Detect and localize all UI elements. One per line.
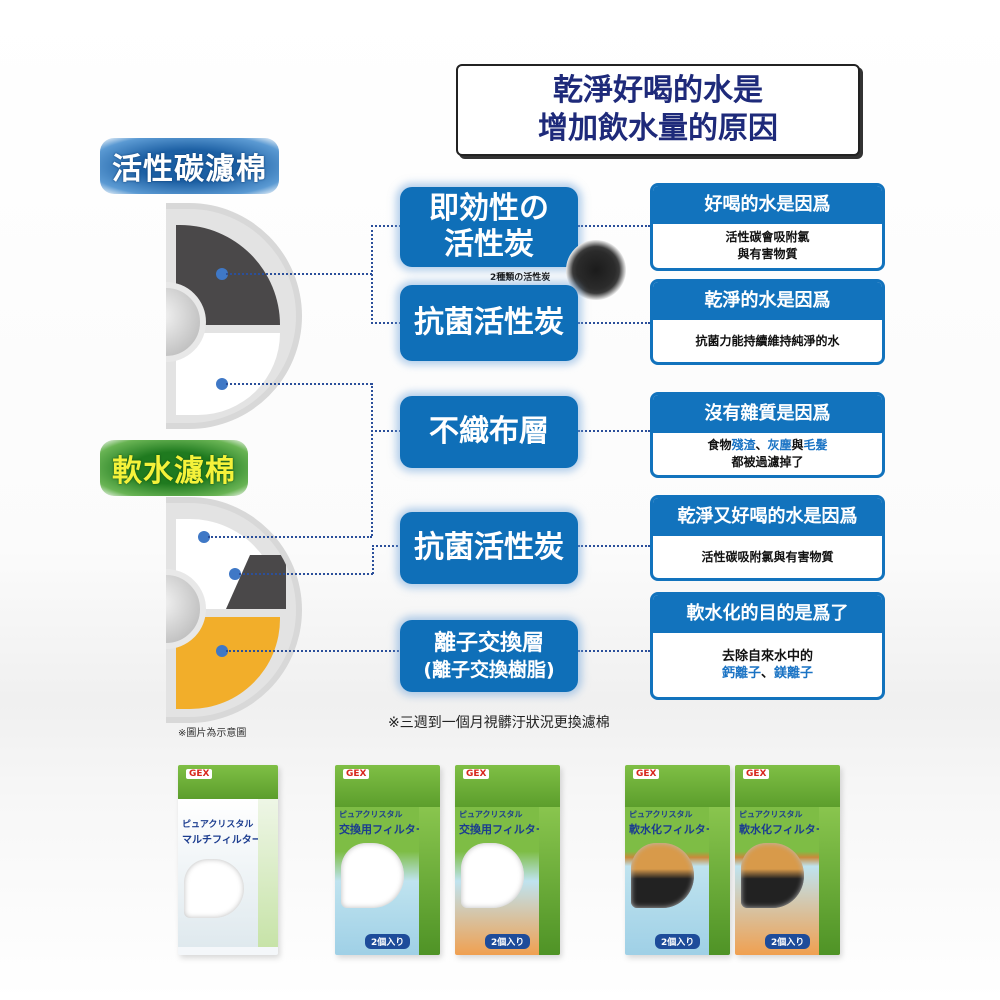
brand-logo: GEX [186, 769, 213, 779]
connector [371, 430, 401, 432]
pointer-dot-5 [216, 645, 228, 657]
connector [578, 650, 650, 652]
layer-label: 活性炭 [444, 227, 534, 262]
pack-count-badge: 2個入り [765, 933, 811, 949]
connector [226, 273, 372, 275]
card-clean-and-tasty: 乾淨又好喝的水是因爲 活性碳吸附氯與有害物質 [650, 495, 885, 581]
connector [371, 383, 373, 536]
card-text: 都被過濾掉了 [731, 455, 804, 469]
card-heading: 沒有雜質是因爲 [653, 395, 882, 433]
card-tasty-water: 好喝的水是因爲 活性碳會吸附氯 與有害物質 [650, 183, 885, 271]
pack-count-badge: 2個入り [485, 933, 531, 949]
layer-sublabel: (離子交換樹脂) [423, 659, 555, 681]
product-name: 軟水化フィルター [629, 822, 717, 836]
product-replacement-filter-cat: GEX ピュアクリスタル 交換用フィルター 2個入り [455, 765, 560, 955]
layer-label: 抗菌活性炭 [414, 530, 564, 565]
pack-count-badge: 2個入り [655, 933, 701, 949]
product-series: ピュアクリスタル [739, 809, 803, 819]
brand-logo: GEX [343, 769, 370, 779]
pack-count-badge: 2個入り [365, 933, 411, 949]
card-heading: 軟水化的目的是爲了 [653, 595, 882, 633]
connector [208, 536, 372, 538]
connector [371, 225, 373, 324]
connector [371, 322, 401, 324]
card-text: 鈣離子、鎂離子 [721, 666, 814, 681]
product-name: 軟水化フィルター [739, 822, 827, 836]
headline-line-2: 增加飲水量的原因 [538, 111, 778, 146]
card-heading: 好喝的水是因爲 [653, 186, 882, 224]
product-series: ピュアクリスタル [182, 820, 254, 831]
layer-label: 離子交換層 [433, 631, 544, 656]
layer-nonwoven: 不織布層 [400, 396, 578, 468]
connector [226, 383, 372, 385]
product-replacement-filter-dog: GEX ピュアクリスタル 交換用フィルター 2個入り [335, 765, 440, 955]
connector [578, 545, 650, 547]
pointer-dot-2 [216, 378, 228, 390]
headline-line-1: 乾淨好喝的水是 [553, 73, 763, 108]
product-series: ピュアクリスタル [629, 809, 693, 819]
product-softening-filter-dog: GEX ピュアクリスタル 軟水化フィルター 2個入り [625, 765, 730, 955]
pointer-dot-4 [229, 568, 241, 580]
card-softening-purpose: 軟水化的目的是爲了 去除自來水中的 鈣離子、鎂離子 [650, 592, 885, 700]
headline-box: 乾淨好喝的水是 增加飲水量的原因 [456, 64, 860, 156]
soft-water-filter-diagram [166, 497, 302, 723]
soft-water-filter-label: 軟水濾棉 [100, 440, 248, 496]
pointer-dot-3 [198, 531, 210, 543]
card-text: 食物殘渣、灰塵與毛髮 [707, 438, 828, 452]
product-softening-filter-cat: GEX ピュアクリスタル 軟水化フィルター 2個入り [735, 765, 840, 955]
connector [371, 225, 401, 227]
layer-quick-carbon: 即効性の 活性炭 [400, 187, 578, 267]
replacement-note: ※三週到一個月視髒汙狀況更換濾棉 [388, 715, 610, 731]
card-heading: 乾淨的水是因爲 [653, 282, 882, 320]
layer-label: 即効性の [429, 191, 549, 226]
connector [578, 430, 650, 432]
carbon-filter-diagram [166, 203, 302, 429]
card-no-impurities: 沒有雜質是因爲 食物殘渣、灰塵與毛髮 都被過濾掉了 [650, 392, 885, 478]
card-text: 抗菌力能持續維持純淨的水 [695, 333, 840, 348]
product-multi-filter: GEX ピュアクリスタル マルチフィルター [178, 765, 278, 955]
card-text: 活性碳吸附氯與有害物質 [701, 549, 834, 564]
brand-logo: GEX [743, 769, 770, 779]
layer-antibacterial-carbon-1: 抗菌活性炭 [400, 285, 578, 361]
product-name: 交換用フィルター [459, 822, 547, 836]
layer-antibacterial-carbon-2: 抗菌活性炭 [400, 512, 578, 584]
product-name: マルチフィルター [182, 835, 262, 847]
connector [372, 545, 374, 574]
brand-logo: GEX [463, 769, 490, 779]
product-name: 交換用フィルター [339, 822, 427, 836]
layer-ion-exchange: 離子交換層 (離子交換樹脂) [400, 620, 578, 692]
charcoal-caption: 2種類の活性炭 [490, 273, 551, 283]
connector [578, 322, 650, 324]
carbon-filter-label: 活性碳濾棉 [100, 138, 279, 194]
connector [239, 573, 373, 575]
connector [578, 225, 650, 227]
card-clean-water: 乾淨的水是因爲 抗菌力能持續維持純淨的水 [650, 279, 885, 365]
card-text: 去除自來水中的 [721, 649, 813, 664]
card-heading: 乾淨又好喝的水是因爲 [653, 498, 882, 536]
product-series: ピュアクリスタル [459, 809, 523, 819]
card-text: 活性碳會吸附氯 [725, 230, 810, 244]
connector [226, 650, 402, 652]
layer-label: 不織布層 [429, 414, 549, 449]
pointer-dot-1 [216, 268, 228, 280]
card-text: 與有害物質 [737, 247, 798, 261]
product-series: ピュアクリスタル [339, 809, 403, 819]
layer-label: 抗菌活性炭 [414, 305, 564, 340]
illustration-note: ※圖片為示意圖 [178, 728, 247, 739]
connector [372, 545, 402, 547]
brand-logo: GEX [633, 769, 660, 779]
